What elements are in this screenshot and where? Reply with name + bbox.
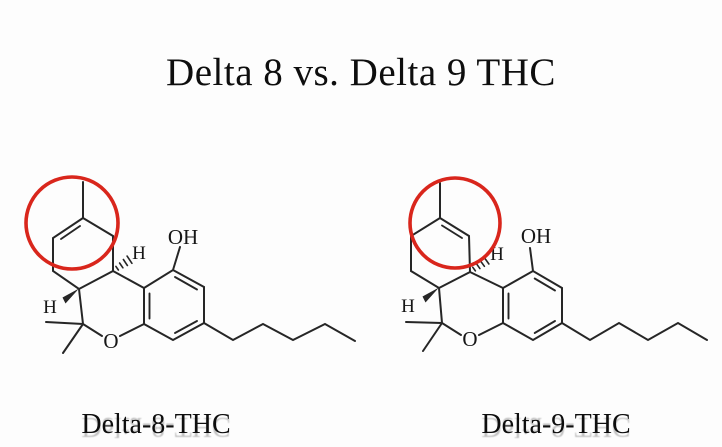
wedge-bond xyxy=(422,287,439,303)
delta8-double-bond xyxy=(60,225,81,240)
page-title: Delta 8 vs. Delta 9 THC xyxy=(166,51,556,94)
oxygen-label: O xyxy=(103,329,118,353)
caption-reflection-delta-9: Delta-9-THC xyxy=(481,411,631,442)
wedge-bond xyxy=(62,288,79,304)
stereo-h-label-front: H xyxy=(401,296,415,317)
hash-bond xyxy=(115,255,133,271)
stereo-h-label-front: H xyxy=(43,297,57,318)
hash-tick xyxy=(118,262,124,269)
bond-skeleton xyxy=(405,182,708,352)
caption-reflection-delta-8: Delta-8-THC xyxy=(81,411,231,442)
hash-tick xyxy=(115,265,120,271)
molecule-delta-8: OH O H H xyxy=(24,175,356,354)
double-bond-inner-lines xyxy=(441,224,556,334)
hash-tick xyxy=(471,266,477,272)
hydroxyl-label: OH xyxy=(168,225,198,249)
stereo-h-label-back: H xyxy=(132,243,146,264)
bond-skeleton xyxy=(45,181,356,354)
delta9-double-bond xyxy=(441,224,463,239)
hash-tick xyxy=(475,262,481,270)
molecule-caption-delta-8: Delta-8-THC xyxy=(81,409,231,440)
molecule-delta-9: OH O H H xyxy=(401,176,708,352)
oxygen-label: O xyxy=(462,327,477,351)
aromatic-double-bond xyxy=(174,320,198,334)
highlight-circle xyxy=(408,176,502,270)
highlight-circle xyxy=(24,175,120,271)
double-bond-inner-lines xyxy=(60,225,198,334)
hydroxyl-label: OH xyxy=(521,224,551,248)
hash-tick xyxy=(126,255,133,265)
aromatic-double-bond xyxy=(174,276,198,291)
molecule-caption-delta-9: Delta-9-THC xyxy=(481,409,631,440)
aromatic-double-bond xyxy=(533,277,556,292)
aromatic-double-bond xyxy=(533,320,556,334)
hash-tick xyxy=(122,258,129,267)
